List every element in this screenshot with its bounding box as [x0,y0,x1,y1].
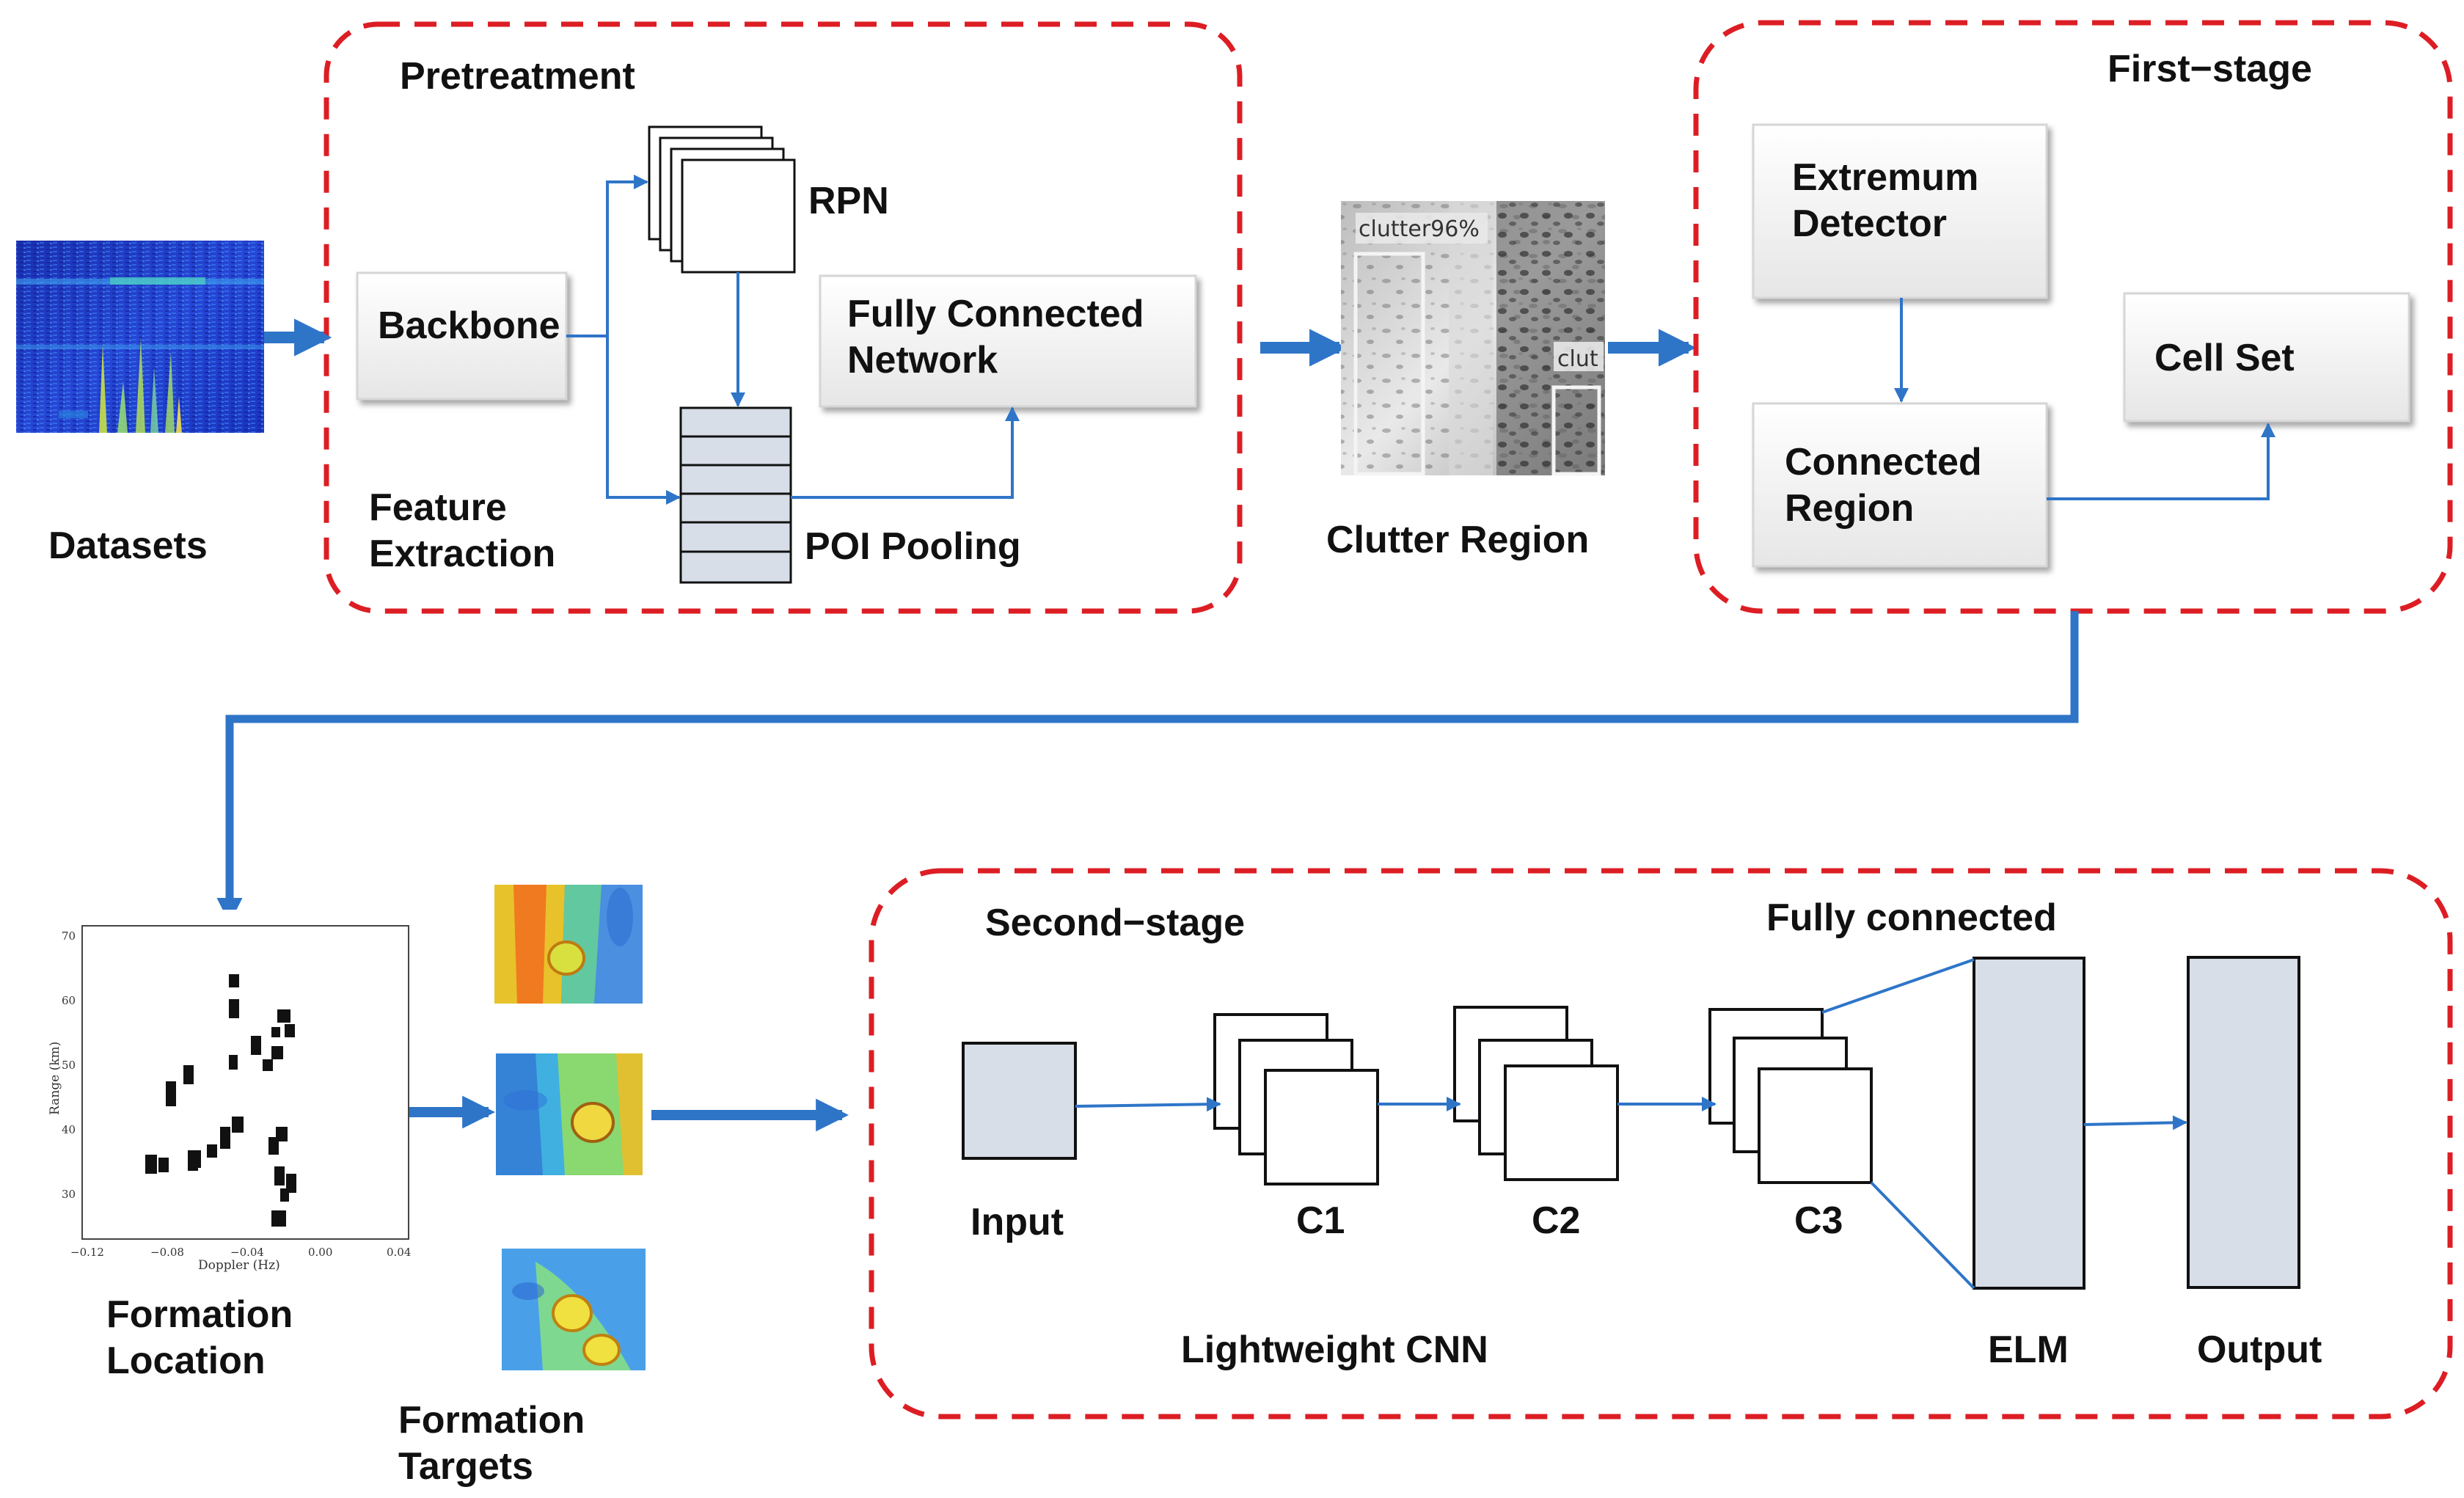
connected-region-box[interactable] [1752,402,2048,568]
x-tick-label: −0.08 [150,1246,184,1259]
feature-extraction-label-line1: Feature [369,486,507,529]
pretreatment-connectors [566,175,1020,505]
lightweight-cnn-label: Lightweight CNN [1181,1329,1488,1371]
c1-label: C1 [1296,1199,1345,1242]
c2-label: C2 [1532,1199,1581,1242]
cnn-c2-layer [1453,1006,1619,1181]
backbone-label: Backbone [378,304,560,347]
formation-target-heatmap-1 [494,885,643,1004]
feature-extraction-label-line2: Extraction [369,533,556,575]
formation-y-ticks: 70 60 50 40 30 [62,929,76,1201]
formation-location-label-line2: Location [106,1340,266,1382]
pretreatment-title: Pretreatment [400,55,635,98]
elm-label: ELM [1988,1329,2069,1371]
clutter-region-image: clutter96% clut [1341,201,1605,476]
c3-label: C3 [1794,1199,1843,1242]
pretreatment-stage-border [323,21,1243,614]
cell-set-box[interactable] [2123,292,2410,423]
connected-region-label-line1: Connected [1785,441,1982,483]
fully-connected-network-label-line2: Network [847,339,998,381]
first-stage-connectors [1894,298,2275,500]
elm-layer [1973,957,2085,1290]
extremum-detector-box[interactable] [1752,123,2048,299]
formation-target-heatmap-3 [502,1249,646,1370]
extremum-detector-label-line2: Detector [1792,202,1947,245]
x-tick-label: 0.04 [387,1246,411,1259]
rpn-stack [648,125,796,274]
extremum-detector-label-line1: Extremum [1792,156,1979,199]
cell-set-label: Cell Set [2154,337,2295,379]
clutter-detection-label-1: clutter96% [1359,216,1480,242]
rpn-label: RPN [808,180,889,222]
formation-location-plot: 70 60 50 40 30 −0.12 −0.08 −0.04 0.00 0.… [0,910,418,1273]
fully-connected-label: Fully connected [1766,896,2057,939]
cnn-c1-layer [1213,1013,1379,1185]
input-label: Input [970,1201,1064,1243]
first-stage-title: First−stage [2107,48,2312,90]
formation-targets-label-line2: Targets [398,1445,533,1488]
clutter-detection-label-2: clut [1557,346,1598,372]
fully-connected-network-box[interactable] [819,274,1197,408]
y-tick-label: 30 [62,1188,76,1201]
datasets-spectrogram-image [16,241,264,433]
fully-connected-network-label-line1: Fully Connected [847,293,1144,335]
formation-x-axis-label: Doppler (Hz) [198,1258,280,1273]
output-layer [2187,956,2300,1289]
formation-points [145,974,296,1227]
backbone-box[interactable] [356,271,568,401]
cnn-input-layer [962,1042,1077,1160]
output-label: Output [2197,1329,2322,1371]
cnn-connectors [1075,958,2187,1290]
second-stage-border [869,868,2453,1420]
x-tick-label: 0.00 [308,1246,332,1259]
x-tick-label: −0.12 [70,1246,104,1259]
formation-targets-label-line1: Formation [398,1399,585,1442]
formation-location-label-line1: Formation [106,1293,293,1336]
clutter-region-label: Clutter Region [1326,519,1590,561]
poi-pooling-label: POI Pooling [805,525,1021,568]
first-stage-to-formation-connector [216,611,2079,924]
poi-pooling-layer [679,406,792,584]
y-tick-label: 50 [62,1059,76,1072]
x-tick-label: −0.04 [230,1246,264,1259]
second-stage-title: Second−stage [985,902,1246,944]
formation-x-ticks: −0.12 −0.08 −0.04 0.00 0.04 [70,1246,411,1259]
connected-region-label-line2: Region [1785,487,1915,530]
y-tick-label: 70 [62,929,76,943]
formation-y-axis-label: Range (km) [48,1042,62,1115]
cnn-c3-layer [1708,1008,1873,1184]
y-tick-label: 40 [62,1123,76,1136]
y-tick-label: 60 [62,994,76,1007]
datasets-label: Datasets [48,525,208,567]
formation-target-heatmap-2 [496,1053,643,1175]
